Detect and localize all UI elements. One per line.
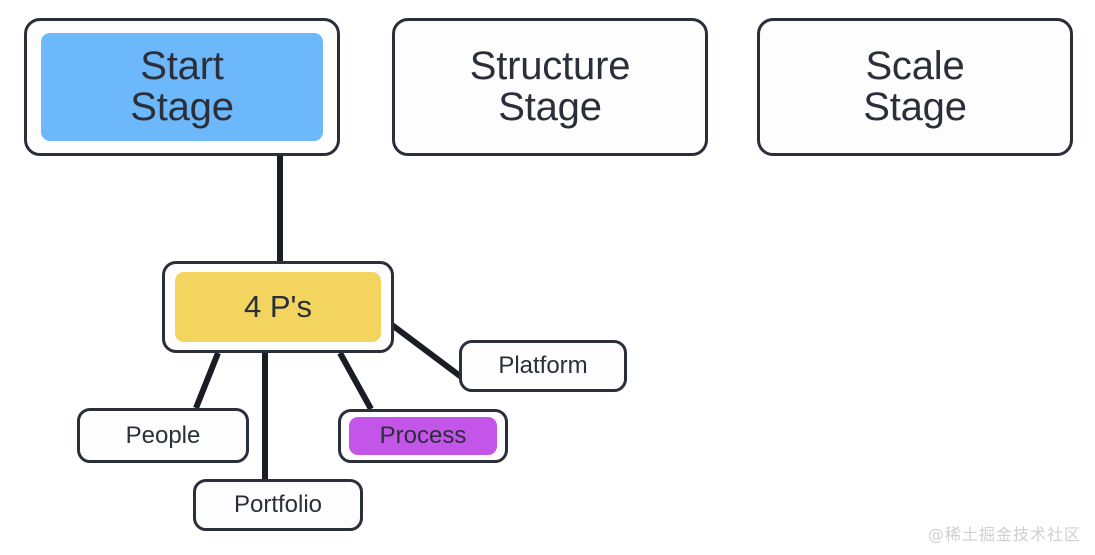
node-people[interactable]: People: [77, 408, 249, 463]
node-platform[interactable]: Platform: [459, 340, 627, 392]
node-portfolio[interactable]: Portfolio: [193, 479, 363, 531]
portfolio-label: Portfolio: [233, 491, 323, 518]
node-structure-stage[interactable]: Structure Stage: [392, 18, 708, 156]
four-ps-highlight: [175, 272, 381, 342]
scale-stage-label: Scale Stage: [863, 44, 967, 129]
start-stage-label: Start Stage: [130, 44, 234, 129]
node-start-stage[interactable]: Start Stage: [24, 18, 340, 156]
node-scale-stage[interactable]: Scale Stage: [757, 18, 1073, 156]
edge-4ps-to-platform: [390, 322, 466, 382]
edge-4ps-to-people: [193, 351, 221, 410]
process-highlight: [349, 417, 497, 455]
platform-label: Platform: [498, 352, 588, 379]
process-label: Process: [379, 422, 467, 449]
people-label: People: [125, 421, 201, 449]
node-process[interactable]: Process: [338, 409, 508, 463]
start-stage-highlight: [41, 33, 323, 141]
four-ps-label: 4 P's: [244, 289, 312, 324]
structure-stage-label: Structure Stage: [469, 44, 631, 129]
node-four-ps[interactable]: 4 P's: [162, 261, 394, 353]
edge-4ps-to-process: [337, 351, 374, 411]
watermark: @稀土掘金技术社区: [927, 525, 1081, 544]
